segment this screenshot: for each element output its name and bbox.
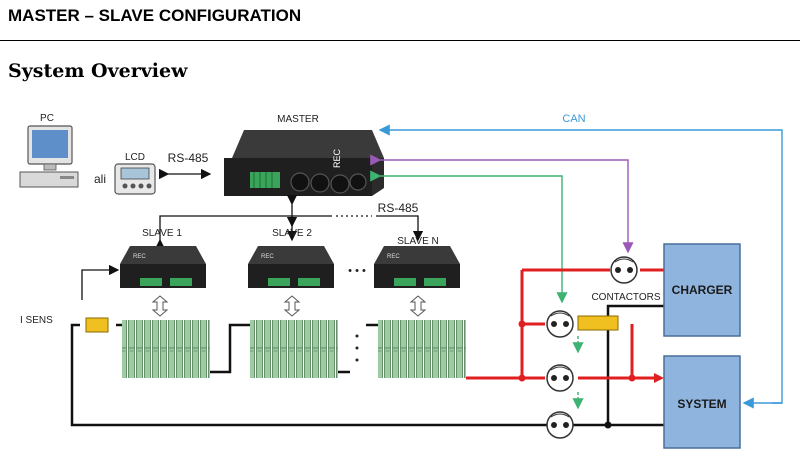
slave-ellipsis: • • • — [348, 265, 366, 277]
isens-signal-line — [81, 264, 120, 300]
current-sensor-shunt — [85, 317, 109, 333]
rs485-bus-right — [376, 215, 424, 242]
rs485-lcd-label: RS-485 — [168, 151, 209, 165]
slave-n-brand: REC — [387, 254, 400, 260]
power-junctions — [518, 320, 636, 382]
slave-n-label: SLAVE N — [397, 236, 439, 247]
master-brand: REC — [332, 148, 342, 168]
battery-pack-n — [378, 320, 466, 378]
charger-box — [663, 243, 741, 337]
contactor-negative — [546, 411, 574, 439]
rs485-bus-left — [154, 215, 332, 250]
contactors-label: CONTACTORS — [591, 292, 660, 303]
lcd-label: LCD — [125, 152, 145, 163]
slave-1-unit — [120, 246, 206, 288]
rs485-bus-label: RS-485 — [378, 201, 419, 215]
pc-computer — [19, 125, 79, 188]
slave-2-brand: REC — [261, 254, 274, 260]
contactor-precharge — [546, 310, 574, 338]
slave-1-label: SLAVE 1 — [142, 228, 182, 239]
battery-pack-1 — [122, 320, 210, 378]
slave-2-label: SLAVE 2 — [272, 228, 312, 239]
contactor-charger — [610, 256, 638, 284]
battery-pack-2 — [250, 320, 338, 378]
heading-divider — [0, 40, 800, 41]
slave-2-unit — [248, 246, 334, 288]
slave-battery-links — [151, 295, 427, 317]
document-heading: MASTER – SLAVE CONFIGURATION — [8, 6, 302, 25]
green-control-line — [370, 170, 568, 304]
slave-1-brand: REC — [133, 254, 146, 260]
contactor-main — [546, 364, 574, 392]
black-wiring — [70, 304, 664, 427]
power-arrow-system — [654, 373, 664, 383]
slave-n-unit — [374, 246, 460, 288]
lcd-display — [114, 163, 156, 195]
can-label: CAN — [562, 113, 585, 125]
slave-n-battery-link — [409, 295, 427, 317]
section-title: System Overview — [8, 60, 188, 82]
purple-control-line — [370, 154, 634, 254]
system-box — [663, 355, 741, 449]
master-label: MASTER — [277, 114, 319, 125]
pc-label: PC — [40, 113, 54, 124]
isens-label: I SENS — [20, 315, 53, 326]
charger-label: CHARGER — [672, 283, 733, 297]
slave-2-battery-link — [283, 295, 301, 317]
contactor-shunt — [577, 315, 619, 331]
junction-black — [604, 421, 612, 429]
pack-ellipsis — [355, 334, 359, 362]
pc-link-label: ali — [94, 172, 106, 186]
slave-1-battery-link — [151, 295, 169, 317]
master-unit — [224, 130, 384, 196]
system-label: SYSTEM — [677, 397, 726, 411]
